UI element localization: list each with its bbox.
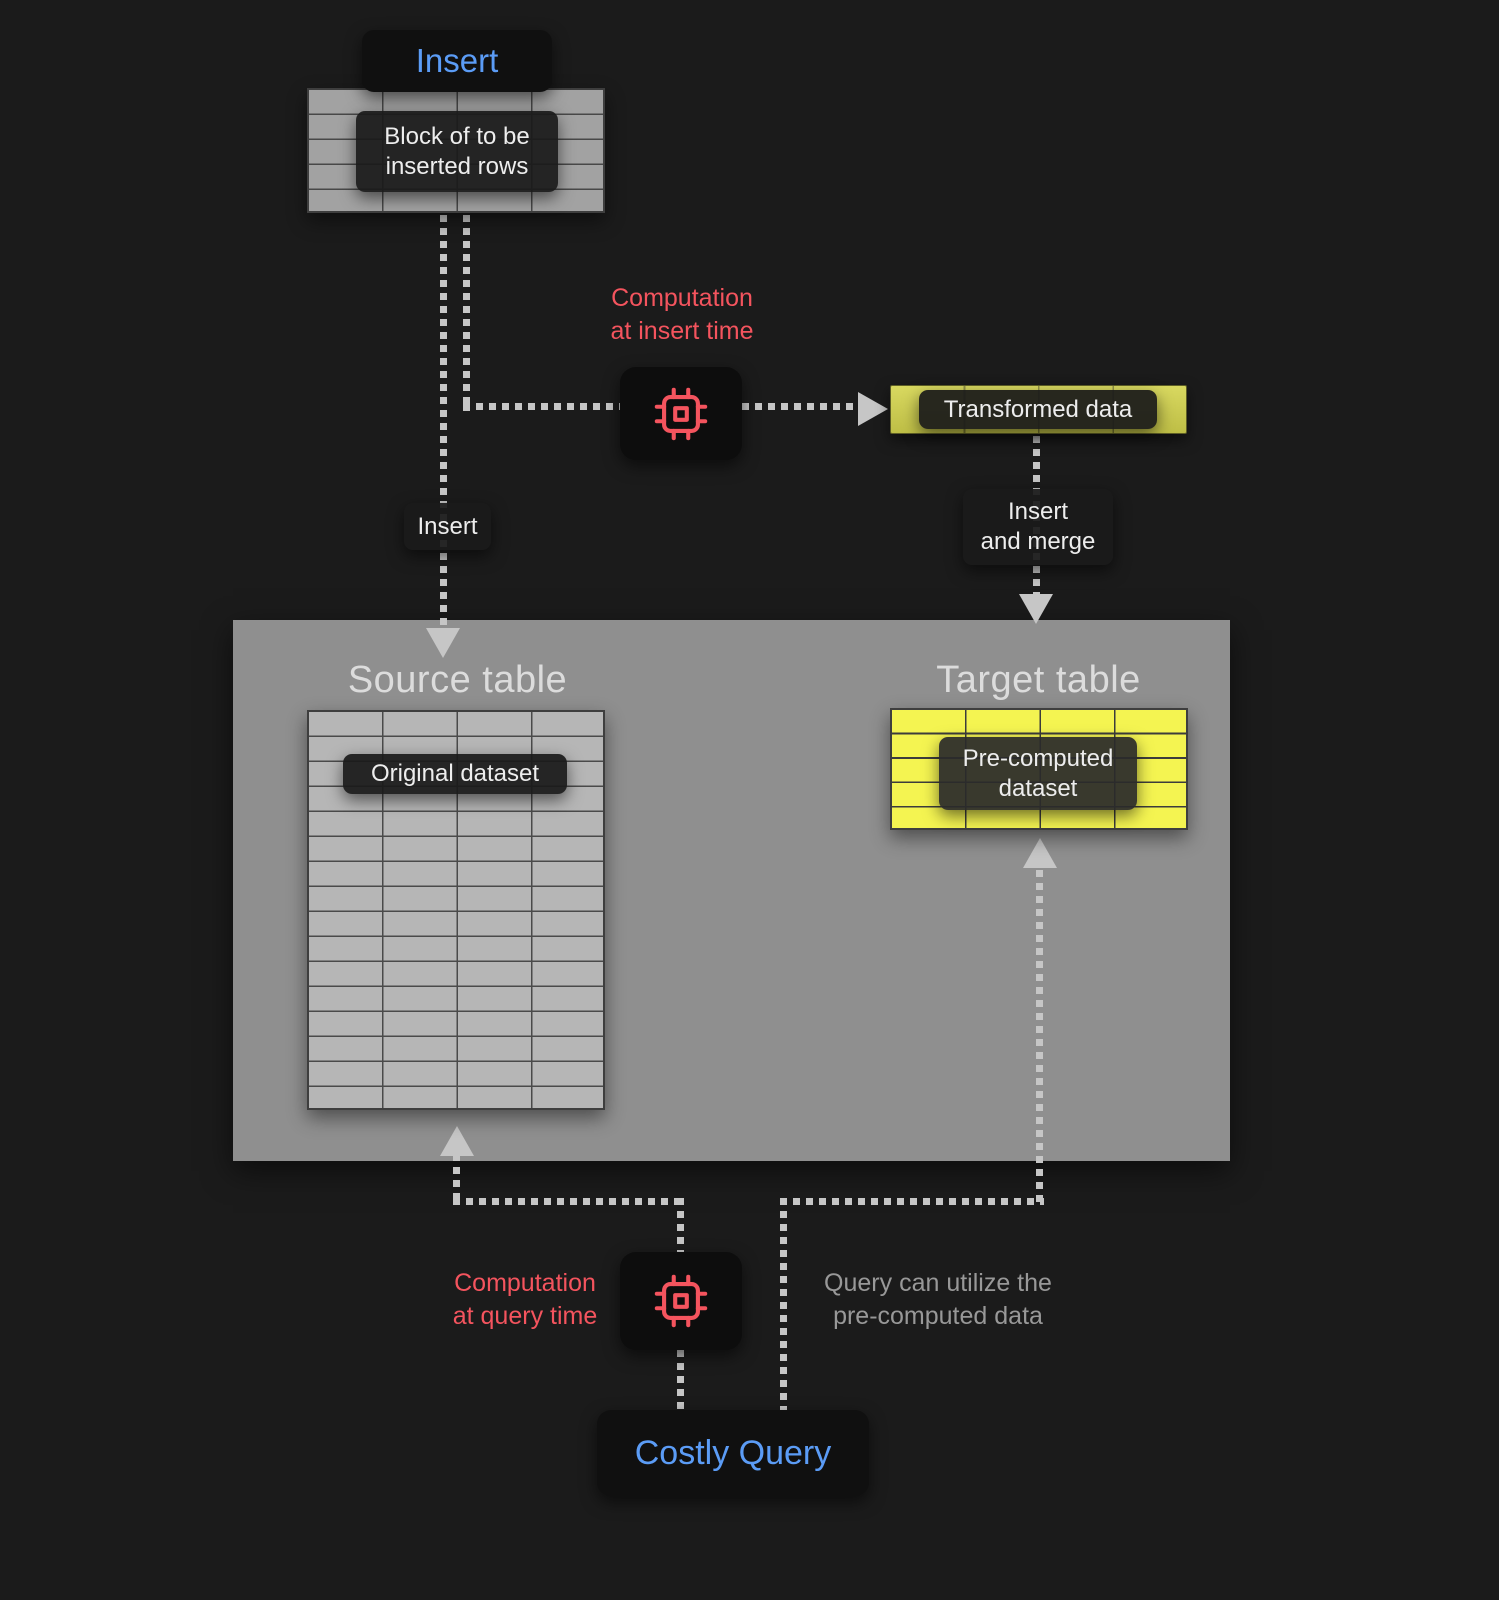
block-label-line1: Block of to be	[384, 122, 530, 150]
costly-query-badge: Costly Query	[597, 1410, 869, 1496]
dotted-connector-query-to-source-horizontal	[453, 1198, 685, 1205]
target-table-title-text: Target table	[936, 659, 1141, 701]
insert-title-text: Insert	[415, 42, 499, 80]
query-utilize-note: Query can utilize the pre-computed data	[788, 1267, 1088, 1332]
original-dataset-text: Original dataset	[370, 760, 540, 787]
block-label-line2: inserted rows	[385, 152, 529, 180]
precomputed-dataset-label: Pre-computed dataset	[939, 737, 1137, 810]
source-table-title: Source table	[285, 659, 630, 702]
arrow-up-into-precomputed-icon	[1023, 838, 1057, 868]
transformed-data-label: Transformed data	[919, 390, 1157, 429]
insert-title-badge: Insert	[362, 30, 552, 92]
dotted-connector-insert-to-source	[440, 215, 447, 630]
dotted-connector-query-right-horizontal	[780, 1198, 1044, 1205]
query-note-line1: Query can utilize the	[824, 1269, 1052, 1297]
dotted-connector-insert-to-cpu-vertical	[463, 215, 470, 411]
computation-insert-line2: at insert time	[610, 316, 754, 345]
computation-insert-time-note: Computation at insert time	[570, 282, 794, 347]
computation-insert-line1: Computation	[611, 284, 753, 312]
target-table-title: Target table	[866, 659, 1211, 702]
cpu-icon	[654, 387, 708, 440]
transformed-data-text: Transformed data	[943, 395, 1133, 423]
query-note-line2: pre-computed data	[833, 1301, 1043, 1330]
cpu-icon	[654, 1274, 708, 1328]
dotted-connector-cpu-to-transformed	[742, 403, 860, 410]
arrow-right-into-transformed-icon	[858, 392, 888, 426]
arrow-down-into-target-icon	[1019, 594, 1053, 624]
arrow-down-into-source-icon	[426, 628, 460, 658]
dotted-connector-query-to-source-vertical	[453, 1154, 460, 1206]
dotted-connector-insert-to-cpu-horizontal	[463, 403, 621, 410]
dotted-connector-elbow-to-cpu	[677, 1198, 684, 1252]
cpu-insert-box	[620, 367, 742, 460]
source-table-title-text: Source table	[347, 659, 568, 701]
insert-edge-text: Insert	[417, 512, 478, 540]
cpu-query-box	[620, 1252, 742, 1350]
dotted-connector-up-to-precomputed	[1036, 870, 1043, 1202]
original-dataset-label: Original dataset	[343, 754, 567, 794]
precomputed-line1: Pre-computed	[962, 744, 1114, 772]
arrow-up-into-source-icon	[440, 1126, 474, 1156]
insert-edge-label: Insert	[404, 503, 491, 550]
block-of-rows-label: Block of to be inserted rows	[356, 111, 558, 192]
insert-and-merge-label: Insert and merge	[963, 489, 1113, 565]
dotted-connector-query-right-vertical	[780, 1198, 787, 1410]
computation-query-time-note: Computation at query time	[425, 1267, 625, 1332]
computation-query-line2: at query time	[452, 1301, 598, 1330]
insert-merge-line2: and merge	[980, 528, 1096, 555]
computation-query-line1: Computation	[454, 1269, 596, 1297]
costly-query-text: Costly Query	[634, 1433, 832, 1472]
precomputed-line2: dataset	[998, 774, 1078, 802]
dotted-connector-cpu-to-query	[677, 1350, 684, 1410]
insert-merge-line1: Insert	[1007, 498, 1069, 525]
